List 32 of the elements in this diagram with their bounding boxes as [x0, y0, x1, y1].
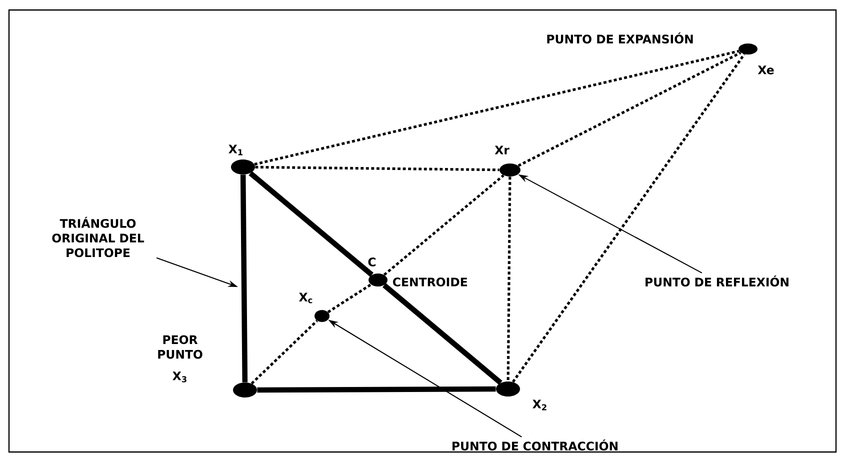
point-dot — [233, 382, 257, 398]
dotted-line — [327, 284, 372, 314]
dotted-line — [254, 50, 740, 166]
point-label: X$_{2}$ — [532, 400, 546, 410]
dotted-line — [255, 166, 500, 172]
point-dot — [496, 382, 520, 396]
point-label: Xr — [494, 146, 510, 154]
dotted-line — [518, 52, 742, 167]
triangle-side — [240, 174, 248, 382]
callout-text: TRIÁNGULO ORIGINAL DEL POLITOPE — [52, 216, 144, 258]
point-label: X$_{c}$ — [298, 292, 312, 304]
point-dot — [314, 310, 330, 322]
point-dot — [231, 160, 255, 174]
point-dot — [500, 164, 520, 176]
triangle-side — [248, 171, 374, 277]
point-label: Xe — [758, 66, 774, 74]
point-label: CENTROIDE — [393, 278, 468, 286]
point-label: PUNTO DE EXPANSIÓN — [547, 32, 693, 44]
dotted-line — [512, 54, 746, 383]
point-dot — [368, 274, 388, 286]
callout-text: PUNTO DE CONTRACCIÓN — [452, 440, 618, 451]
dotted-line — [383, 174, 504, 276]
point-dot — [738, 44, 758, 54]
point-label: X$_{3}$ — [172, 372, 186, 382]
dotted-line — [506, 176, 512, 382]
triangle-side — [382, 283, 502, 385]
point-label: X$_{1}$ — [228, 144, 243, 156]
point-label: PEOR PUNTO — [158, 335, 202, 359]
dotted-line — [250, 320, 318, 384]
point-label: C — [368, 258, 376, 266]
triangle-side — [257, 386, 496, 393]
callout-text: PUNTO DE REFLEXIÓN — [646, 276, 788, 286]
